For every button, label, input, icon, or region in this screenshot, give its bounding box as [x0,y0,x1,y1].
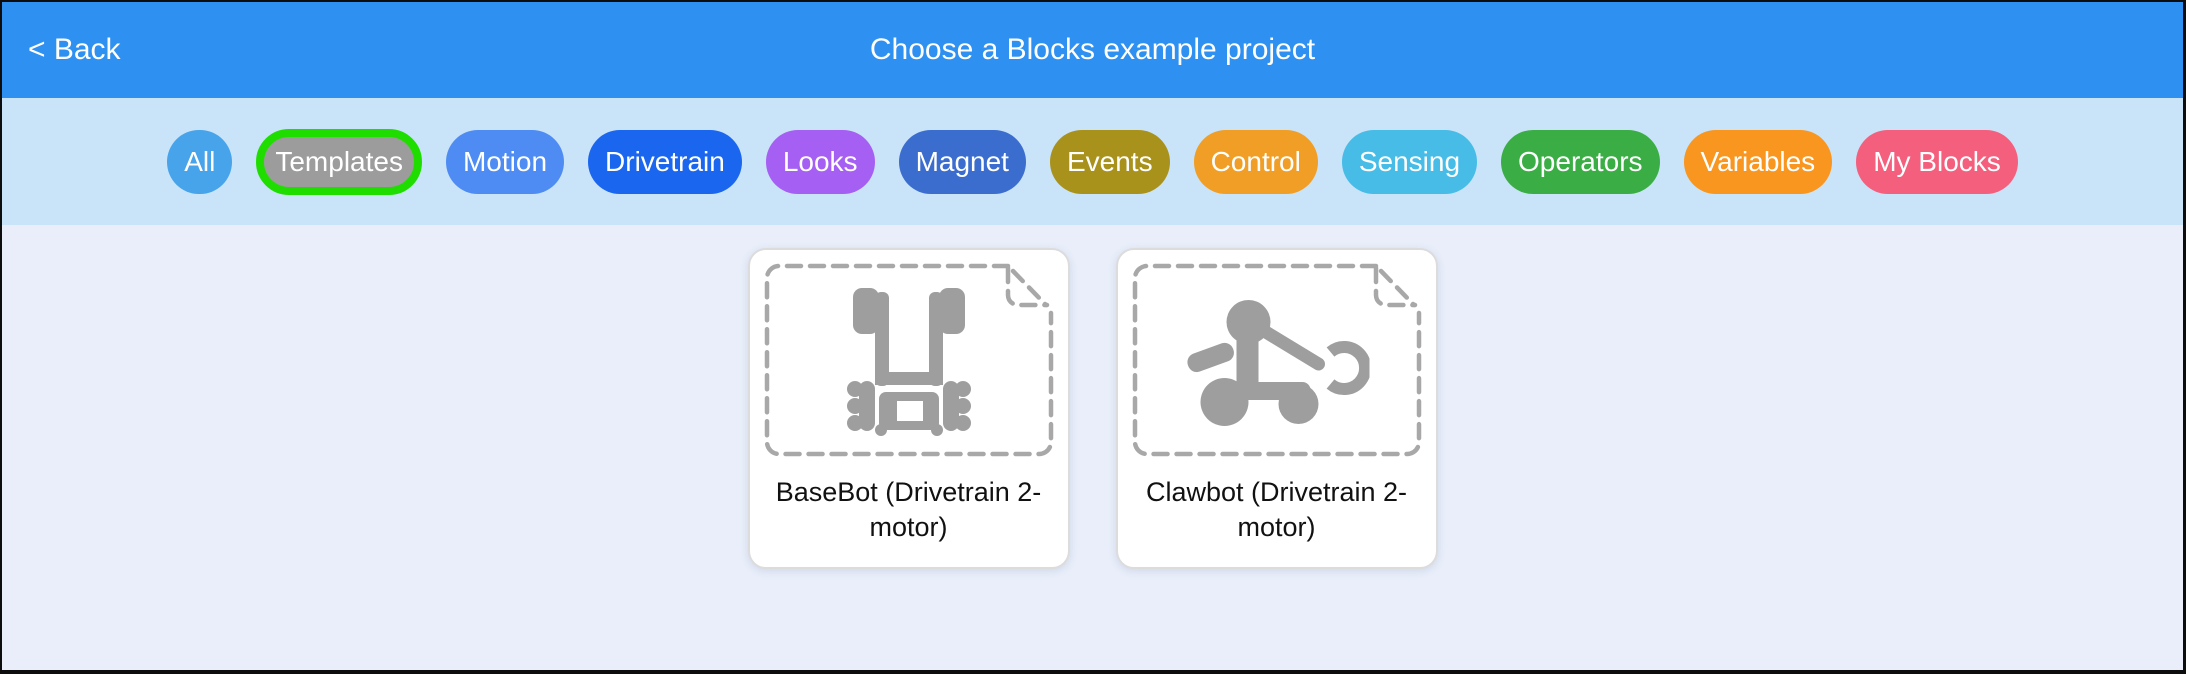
filter-pill-my-blocks[interactable]: My Blocks [1856,129,2018,194]
filter-pill-label: My Blocks [1873,145,2001,177]
filter-pill-looks[interactable]: Looks [765,129,875,194]
filter-pill-label: Control [1210,145,1301,177]
filter-pill-label: Variables [1700,145,1816,177]
clawbot-icon [1186,300,1369,426]
filter-bar: All Templates Motion Drivetrain Looks Ma… [2,98,2183,225]
filter-pill-drivetrain[interactable]: Drivetrain [588,129,742,194]
filter-pill-label: Templates [275,145,403,177]
project-title: BaseBot (Drivetrain 2-motor) [775,476,1042,542]
title-bar: < Back Choose a Blocks example project [2,2,2183,98]
project-thumbnail [1130,261,1424,461]
filter-pill-magnet[interactable]: Magnet [898,129,1026,194]
filter-pill-label: Sensing [1358,145,1461,177]
filter-pill-templates[interactable]: Templates [256,128,422,195]
project-thumbnail [762,261,1056,461]
project-card-clawbot[interactable]: Clawbot (Drivetrain 2-motor) [1115,248,1438,569]
filter-pill-label: All [184,145,216,177]
filter-pill-label: Magnet [915,145,1009,177]
basebot-icon [846,288,971,436]
dashed-page-icon [1132,263,1421,457]
project-title: Clawbot (Drivetrain 2-motor) [1145,476,1408,542]
filter-pill-label: Motion [462,145,548,177]
back-button-label: < Back [28,33,121,66]
back-button[interactable]: < Back [28,2,121,98]
filter-pill-sensing[interactable]: Sensing [1341,129,1478,194]
filter-pill-events[interactable]: Events [1049,129,1170,194]
filter-pill-label: Operators [1518,145,1643,177]
filter-pill-motion[interactable]: Motion [445,129,565,194]
page-title: Choose a Blocks example project [869,33,1316,66]
filter-pill-variables[interactable]: Variables [1683,129,1833,194]
filter-pill-control[interactable]: Control [1193,129,1318,194]
filter-pill-label: Looks [782,145,858,177]
filter-pill-label: Drivetrain [605,145,725,177]
filter-pill-operators[interactable]: Operators [1501,129,1660,194]
dashed-page-icon [764,263,1053,457]
filter-pill-all[interactable]: All [167,129,233,194]
filter-pill-label: Events [1066,145,1153,177]
project-grid: BaseBot (Drivetrain 2-motor) [2,225,2183,569]
project-card-basebot[interactable]: BaseBot (Drivetrain 2-motor) [747,248,1070,569]
